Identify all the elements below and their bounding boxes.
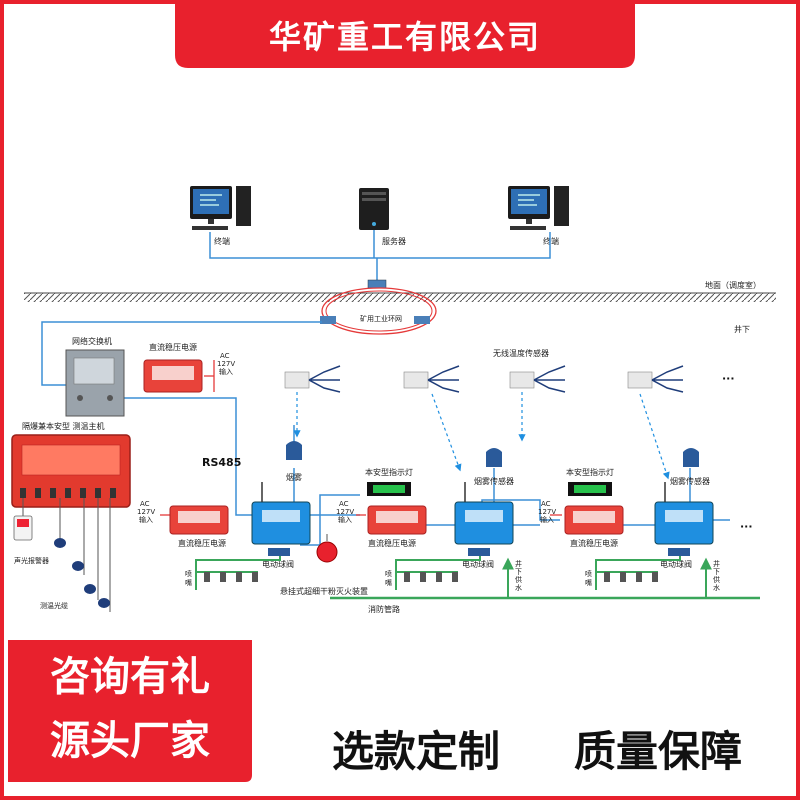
nozzle-label-2: 喷嘴: [385, 569, 392, 587]
smoke-label-2: 烟雾传感器: [474, 476, 514, 486]
psu-label-3: 直流稳压电源: [570, 538, 618, 548]
ellipsis-bottom: ···: [740, 520, 753, 533]
wireless-sensor-label: 无线温度传感器: [493, 348, 549, 358]
host-unit: [11, 434, 131, 508]
server-tower: [359, 188, 389, 230]
terminal-right: [508, 186, 569, 230]
psu-label-1: 直流稳压电源: [178, 538, 226, 548]
underground-label: 井下: [734, 324, 750, 334]
ellipsis-top: ···: [722, 372, 735, 385]
psu-top-label: 直流稳压电源: [149, 342, 197, 352]
ground-label: 地面（调度室）: [705, 280, 761, 290]
surface-switch: [367, 279, 387, 289]
host-label: 隔爆兼本安型 测温主机: [22, 421, 105, 431]
header-banner: [175, 0, 635, 68]
power-lines: [160, 360, 562, 516]
underground-cables: [41, 321, 730, 546]
smoke-sensors: [286, 441, 699, 467]
left-red-banner: [8, 640, 252, 782]
smoke-label-1: 烟雾: [286, 473, 302, 482]
server-label: 服务器: [382, 236, 406, 246]
surface-network-lines: [209, 230, 551, 280]
fiber-probes: [54, 538, 110, 608]
nozzle-label-3: 喷嘴: [585, 569, 592, 587]
ball-valves: [268, 548, 690, 556]
fiber-label: 测温光缆: [40, 601, 68, 610]
company-title: 华矿重工有限公司: [269, 18, 541, 56]
banner-left-2: 源头厂家: [50, 718, 210, 764]
nozzle-label-1: 喷嘴: [185, 569, 192, 587]
psu-label-2: 直流稳压电源: [368, 538, 416, 548]
alarm-label: 声光报警器: [14, 556, 49, 565]
smoke-label-3: 烟雾传感器: [670, 476, 710, 486]
valve-label-2: 电动球阀: [462, 559, 494, 569]
fire-pipe-label: 消防管路: [368, 604, 400, 614]
banner-right-1: 选款定制: [332, 727, 500, 776]
host-downlinks: [22, 498, 111, 612]
ring-network: [320, 287, 437, 335]
nozzles: [204, 572, 658, 582]
ring-network-label: 矿用工业环网: [360, 314, 402, 323]
water-label-2: 井下供水: [713, 559, 720, 592]
water-label-1: 井下供水: [515, 559, 522, 592]
alarm-device: [13, 515, 33, 541]
banner-right-2: 质量保障: [574, 727, 742, 776]
network-switch: [65, 349, 125, 417]
switch-label: 网络交换机: [72, 336, 112, 346]
psus-row: [169, 505, 624, 535]
rs485-label: RS485: [202, 456, 241, 469]
extinguisher-label: 悬挂式超细干粉灭火装置: [280, 586, 368, 596]
terminal-right-label: 终端: [543, 236, 559, 246]
terminal-left: [190, 186, 251, 230]
valve-label-1: 电动球阀: [262, 559, 294, 569]
indicator-label-1: 本安型指示灯: [365, 467, 413, 477]
psu-top: [143, 359, 203, 393]
indicator-lights: [367, 482, 612, 496]
controllers: [251, 482, 714, 545]
banner-left-1: 咨询有礼: [50, 654, 210, 700]
ground-hatch: [24, 293, 776, 302]
valve-label-3: 电动球阀: [660, 559, 692, 569]
wireless-links: [293, 392, 670, 480]
wireless-sensors: [284, 365, 684, 393]
indicator-label-2: 本安型指示灯: [566, 467, 614, 477]
powder-extinguisher: [316, 534, 338, 563]
terminal-left-label: 终端: [214, 236, 230, 246]
